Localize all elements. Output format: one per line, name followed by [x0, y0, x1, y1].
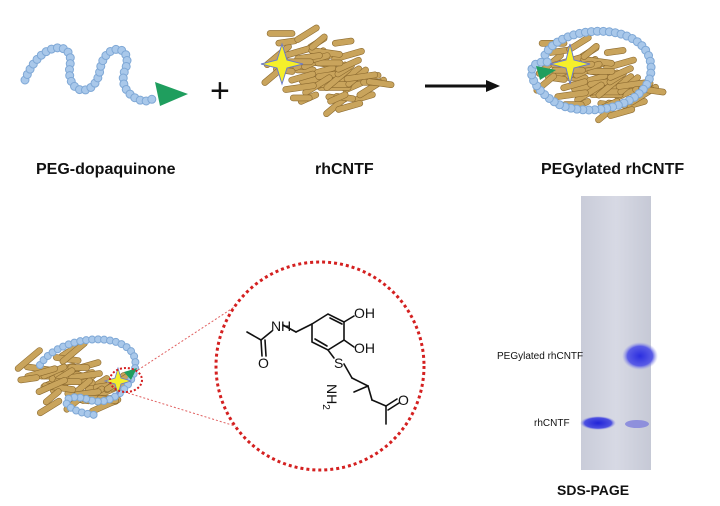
peg-bead — [89, 410, 98, 419]
peg-dopaquinone-label: PEG-dopaquinone — [36, 161, 176, 178]
rhcntf-label: rhCNTF — [315, 161, 374, 178]
protein-helix — [327, 91, 349, 105]
protein-helix — [36, 397, 63, 417]
protein-helix — [35, 377, 68, 395]
protein-helix — [335, 100, 364, 113]
sds-page-caption: SDS-PAGE — [557, 482, 630, 498]
gel-band-rhcntf-residual — [625, 420, 649, 428]
small-star — [103, 366, 133, 396]
protein-helix — [42, 388, 62, 406]
pegylated-rhcntf-label: PEGylated rhCNTF — [541, 161, 685, 178]
protein-helix — [554, 89, 589, 100]
protein-helix — [607, 65, 634, 81]
protein-helix — [302, 74, 333, 96]
protein-helix — [266, 30, 296, 37]
protein-helix — [308, 33, 328, 51]
small-triangle — [124, 368, 137, 380]
atom-nh2-sub: 2 — [320, 404, 332, 410]
rhcntf-protein — [261, 24, 395, 118]
atom-o-ketone: O — [398, 392, 409, 408]
protein-helix — [607, 106, 636, 119]
protein-helix — [603, 47, 627, 56]
rhcntf-star — [260, 42, 304, 86]
atom-oh-upper: OH — [354, 305, 375, 321]
protein-helix — [314, 59, 344, 67]
protein-helix — [566, 34, 592, 53]
atom-nh2-main: NH — [324, 384, 340, 405]
protein-helix — [14, 347, 43, 372]
peg-bead — [542, 57, 552, 67]
small-dotted-circle — [109, 367, 143, 393]
pegylated-triangle — [536, 66, 556, 80]
plus-sign: + — [210, 72, 230, 110]
protein-helix — [282, 82, 317, 93]
protein-helix — [586, 67, 616, 75]
gel-label-pegylated: PEGylated rhCNTF — [497, 351, 584, 362]
protein-helix — [366, 78, 395, 89]
atom-s: S — [334, 355, 344, 371]
protein-helix — [580, 42, 600, 60]
gel-band-pegylated — [622, 342, 658, 370]
zoom-line-upper — [137, 267, 295, 371]
peg-dopaquinone-triangle — [155, 82, 188, 106]
peg-bead — [147, 94, 157, 104]
protein-helix — [289, 94, 313, 102]
small-peg-chain — [36, 335, 140, 419]
pegylated-peg-chain — [527, 26, 656, 115]
protein-helix — [560, 78, 589, 92]
protein-helix — [288, 70, 317, 84]
atom-oh-lower: OH — [354, 340, 375, 356]
atom-h: H — [281, 318, 292, 334]
protein-helix — [68, 370, 103, 381]
protein-helix — [17, 374, 40, 384]
protein-helix — [331, 37, 355, 47]
reaction-arrow — [425, 80, 500, 92]
atom-n: N — [271, 318, 282, 334]
protein-helix — [335, 56, 362, 73]
chemical-structure-bonds — [246, 313, 400, 425]
gel-band-rhcntf — [580, 416, 616, 430]
atom-nh2: NH2 — [320, 384, 340, 410]
peg-chain-free — [20, 43, 157, 106]
zoom-dotted-circle — [214, 260, 426, 472]
pegylated-star — [549, 43, 591, 85]
gel-label-rhcntf: rhCNTF — [534, 418, 570, 429]
atom-o-amide: O — [258, 355, 269, 371]
protein-helix — [294, 24, 320, 43]
